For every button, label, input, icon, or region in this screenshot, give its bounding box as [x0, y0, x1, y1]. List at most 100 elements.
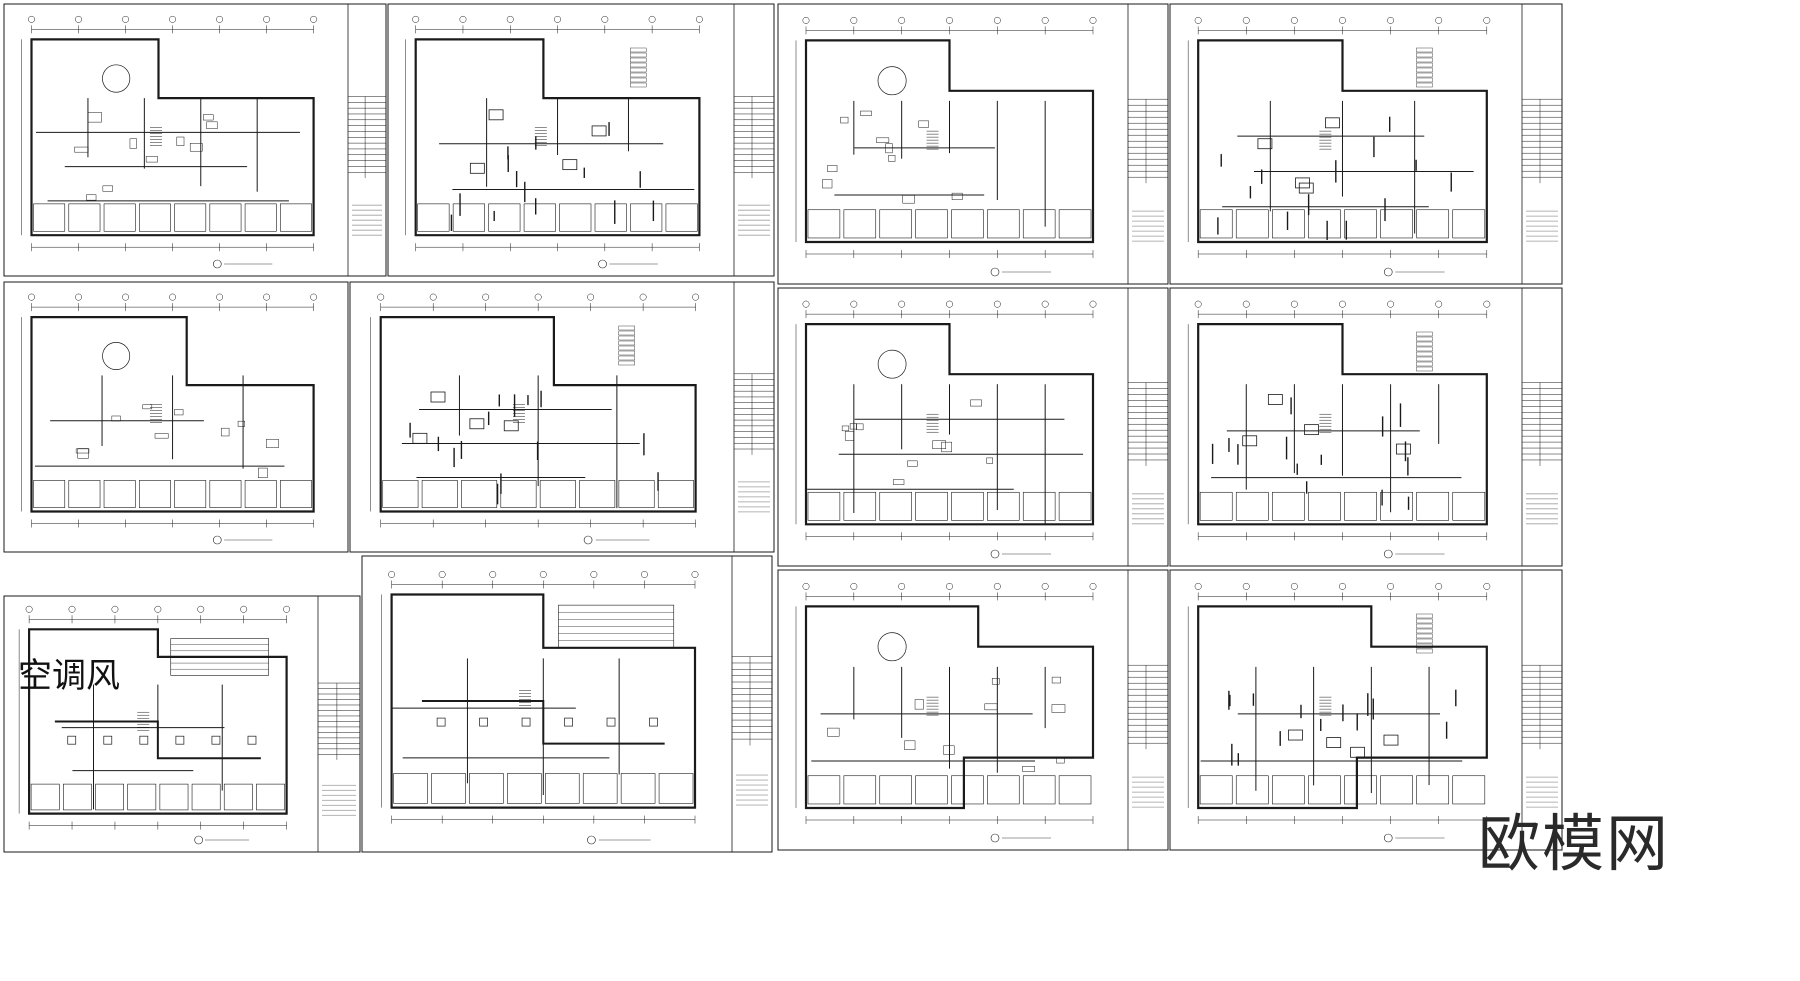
legend-row: [618, 350, 635, 356]
grid-axis-bubble: [283, 605, 291, 613]
drawing-sheet: [777, 287, 1169, 567]
grid-axis-bubble: [459, 15, 467, 23]
room-cell: [544, 773, 580, 804]
grid-axis-bubble: [1339, 16, 1346, 24]
furniture-block: [206, 121, 218, 129]
grid-axis-bubble: [1242, 16, 1250, 24]
grid-axis-bubble: [263, 293, 271, 301]
room-cell: [987, 209, 1020, 239]
room-cell: [127, 783, 157, 811]
legend-row: [1416, 52, 1433, 58]
grid-axis-bubble: [1290, 582, 1298, 590]
grid-axis-bubble: [850, 582, 858, 590]
grid-axis-bubble: [850, 300, 858, 308]
room-cell: [657, 480, 694, 508]
section-label: 空调风: [18, 656, 120, 696]
legend-row: [1416, 633, 1433, 639]
grid-axis-bubble: [1194, 582, 1202, 590]
room-cell: [256, 783, 285, 811]
room-cell: [559, 203, 592, 232]
legend-row: [1416, 638, 1433, 644]
furniture-block: [827, 165, 838, 172]
sheet-border: [777, 287, 1169, 567]
furniture-block: [145, 156, 158, 163]
drawing-number-bubble: [212, 259, 222, 269]
furniture-block: [827, 727, 840, 737]
room-cell: [1308, 775, 1341, 805]
room-cell: [807, 491, 841, 521]
legend-row: [618, 360, 635, 366]
legend-row: [1416, 613, 1433, 619]
grid-axis-bubble: [946, 16, 953, 24]
grid-axis-bubble: [1435, 300, 1443, 308]
round-table: [877, 632, 907, 662]
room-cell: [987, 775, 1020, 805]
legend-row: [1416, 341, 1433, 347]
grid-axis-bubble: [695, 15, 703, 23]
furniture-block: [855, 423, 864, 431]
ceiling-panel: [469, 162, 485, 174]
grid-axis-bubble: [489, 571, 497, 578]
furniture-block: [87, 112, 102, 123]
room-cell: [1272, 775, 1305, 805]
legend-row: [1416, 57, 1433, 63]
room-cell: [280, 480, 312, 508]
grid-axis-bubble: [692, 293, 700, 301]
room-cell: [807, 775, 841, 805]
furniture-block: [885, 143, 893, 154]
grid-axis-bubble: [1339, 582, 1346, 590]
drawing-number-bubble: [1383, 833, 1393, 843]
grid-axis-bubble: [310, 293, 318, 301]
grid-axis-bubble: [587, 293, 595, 301]
air-diffuser: [103, 735, 113, 745]
room-cell: [507, 773, 542, 804]
furniture-block: [203, 114, 214, 121]
room-cell: [1380, 491, 1413, 521]
drawing-sheet: [3, 595, 361, 853]
furniture-block: [840, 116, 849, 124]
legend-row: [1416, 82, 1433, 88]
legend-row: [1416, 346, 1433, 352]
room-cell: [1272, 491, 1305, 521]
room-cell: [1022, 491, 1056, 521]
room-cell: [579, 480, 616, 508]
room-cell: [103, 203, 136, 232]
furniture-block: [189, 143, 203, 152]
room-cell: [244, 480, 277, 508]
room-cell: [539, 480, 576, 508]
drawing-sheet: [1169, 287, 1563, 567]
room-cell: [68, 203, 101, 232]
air-diffuser: [247, 735, 257, 745]
drawing-sheet: [1169, 569, 1563, 851]
room-cell: [1272, 209, 1305, 239]
sheet-border: [777, 569, 1169, 851]
room-cell: [807, 209, 841, 239]
room-cell: [174, 203, 207, 232]
furniture-block: [266, 439, 279, 448]
plan-outer-wall: [414, 38, 701, 237]
grid-axis-bubble: [412, 15, 420, 23]
room-cell: [1199, 491, 1233, 521]
plan-outer-wall: [1197, 323, 1488, 526]
legend-row: [1416, 361, 1433, 367]
grid-axis-bubble: [850, 16, 858, 24]
furniture-block: [907, 460, 918, 467]
room-cell: [452, 203, 485, 232]
room-cell: [1344, 775, 1377, 805]
air-duct: [54, 720, 261, 760]
legend-row: [1416, 72, 1433, 78]
grid-axis-bubble: [25, 605, 33, 613]
sheet-border: [387, 3, 775, 277]
room-cell: [139, 480, 171, 508]
grid-axis-bubble: [1089, 16, 1097, 24]
room-cell: [30, 783, 60, 811]
legend-row: [1416, 366, 1433, 372]
grid-axis-bubble: [197, 605, 205, 613]
furniture-block: [111, 415, 121, 422]
grid-axis-bubble: [28, 293, 35, 301]
air-diffuser: [139, 735, 149, 745]
legend-row: [1416, 336, 1433, 342]
room-cell: [469, 773, 504, 804]
room-cell: [951, 491, 984, 521]
legend-row: [630, 57, 647, 63]
